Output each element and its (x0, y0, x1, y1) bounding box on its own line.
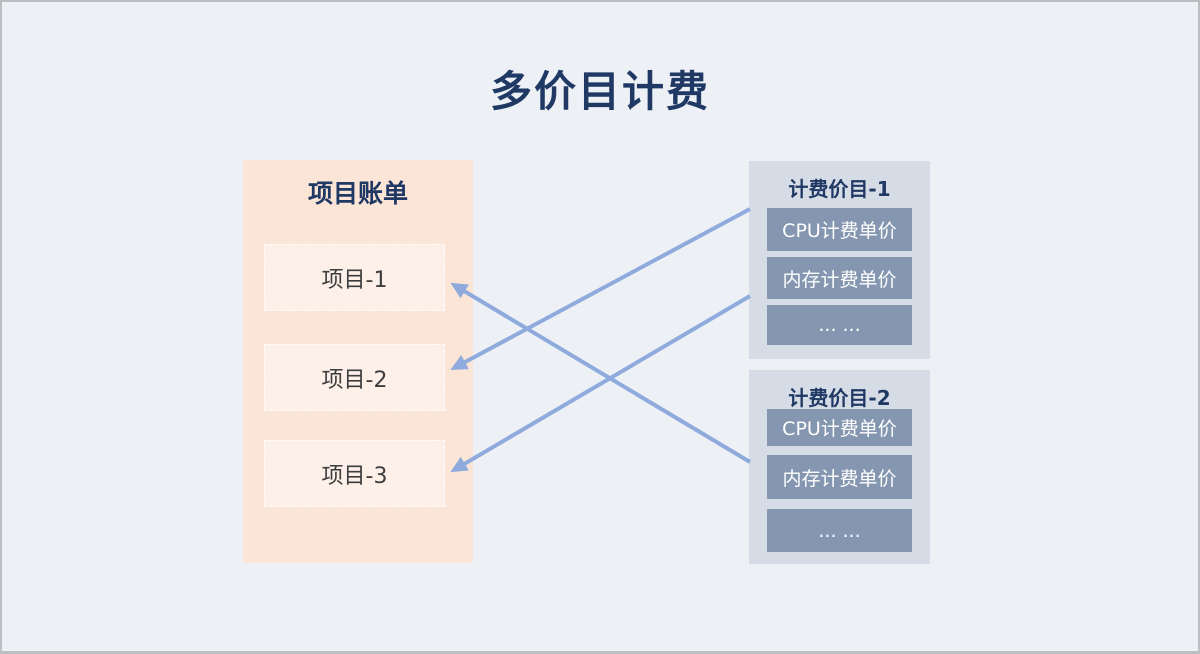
price-list-2-row-cpu: CPU计费单价 (767, 409, 912, 446)
price-list-2-row-ellipsis: ... ... (767, 509, 912, 552)
price-list-2-title: 计费价目-2 (788, 386, 891, 410)
project-bill-title: 项目账单 (307, 179, 408, 208)
arrow-pricelist1-to-project3 (450, 294, 752, 473)
diagram-title: 多价目计费 (489, 67, 710, 116)
price-list-2-panel: 计费价目-2 CPU计费单价 内存计费单价 ... ... (749, 370, 930, 564)
price-list-1-title: 计费价目-1 (788, 177, 891, 201)
project-item-2: 项目-2 (264, 344, 445, 411)
arrow-pricelist1-to-project2 (450, 207, 751, 370)
price-list-1-row-memory: 内存计费单价 (767, 257, 912, 299)
project-bill-panel: 项目账单 项目-1 项目-2 项目-3 (243, 160, 473, 563)
project-item-1: 项目-1 (264, 244, 445, 311)
price-list-1-row-cpu: CPU计费单价 (767, 208, 912, 251)
price-list-1-panel: 计费价目-1 CPU计费单价 内存计费单价 ... ... (749, 161, 930, 359)
price-list-1-row-ellipsis: ... ... (767, 305, 912, 345)
arrow-pricelist2-to-project1 (450, 282, 752, 464)
project-item-3: 项目-3 (264, 440, 445, 507)
price-list-2-row-memory: 内存计费单价 (767, 455, 912, 499)
